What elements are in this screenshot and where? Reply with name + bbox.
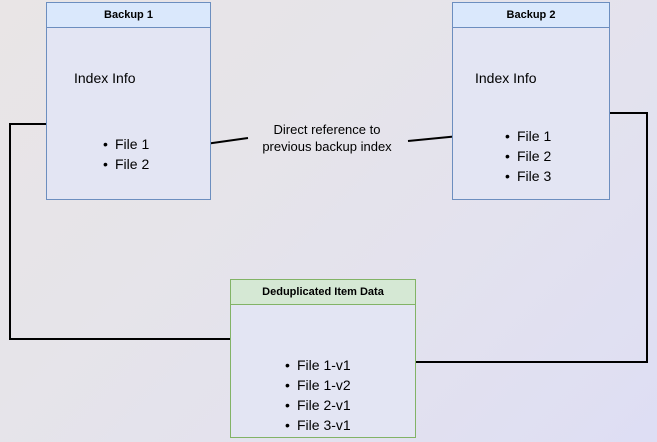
list-item: File 3: [505, 166, 551, 186]
annotation-line-2: previous backup index: [262, 139, 392, 154]
direct-reference-annotation: Direct reference to previous backup inde…: [247, 121, 407, 155]
list-item: File 1-v2: [285, 375, 351, 395]
backup-2-file-list: File 1 File 2 File 3: [491, 126, 551, 186]
deduplicated-item-data-node[interactable]: Deduplicated Item Data File 1-v1 File 1-…: [230, 279, 416, 438]
backup-1-header: Backup 1: [47, 3, 210, 28]
backup-2-node[interactable]: Backup 2 Index Info File 1 File 2 File 3: [452, 2, 610, 200]
backup-2-header: Backup 2: [453, 3, 609, 28]
list-item: File 1: [103, 134, 149, 154]
list-item: File 2: [505, 146, 551, 166]
dedup-header: Deduplicated Item Data: [231, 280, 415, 305]
list-item: File 1: [505, 126, 551, 146]
list-item: File 1-v1: [285, 355, 351, 375]
list-item: File 3-v1: [285, 415, 351, 435]
backup-1-index-title: Index Info: [74, 70, 136, 86]
list-item: File 2-v1: [285, 395, 351, 415]
backup-2-index-title: Index Info: [475, 70, 537, 86]
dedup-item-list: File 1-v1 File 1-v2 File 2-v1 File 3-v1: [271, 355, 351, 435]
list-item: File 2: [103, 154, 149, 174]
annotation-line-1: Direct reference to: [273, 122, 381, 137]
backup-1-file-list: File 1 File 2: [89, 134, 149, 174]
connector-backup2-file1-to-dedup: [385, 112, 648, 366]
backup-1-node[interactable]: Backup 1 Index Info File 1 File 2: [46, 2, 211, 200]
